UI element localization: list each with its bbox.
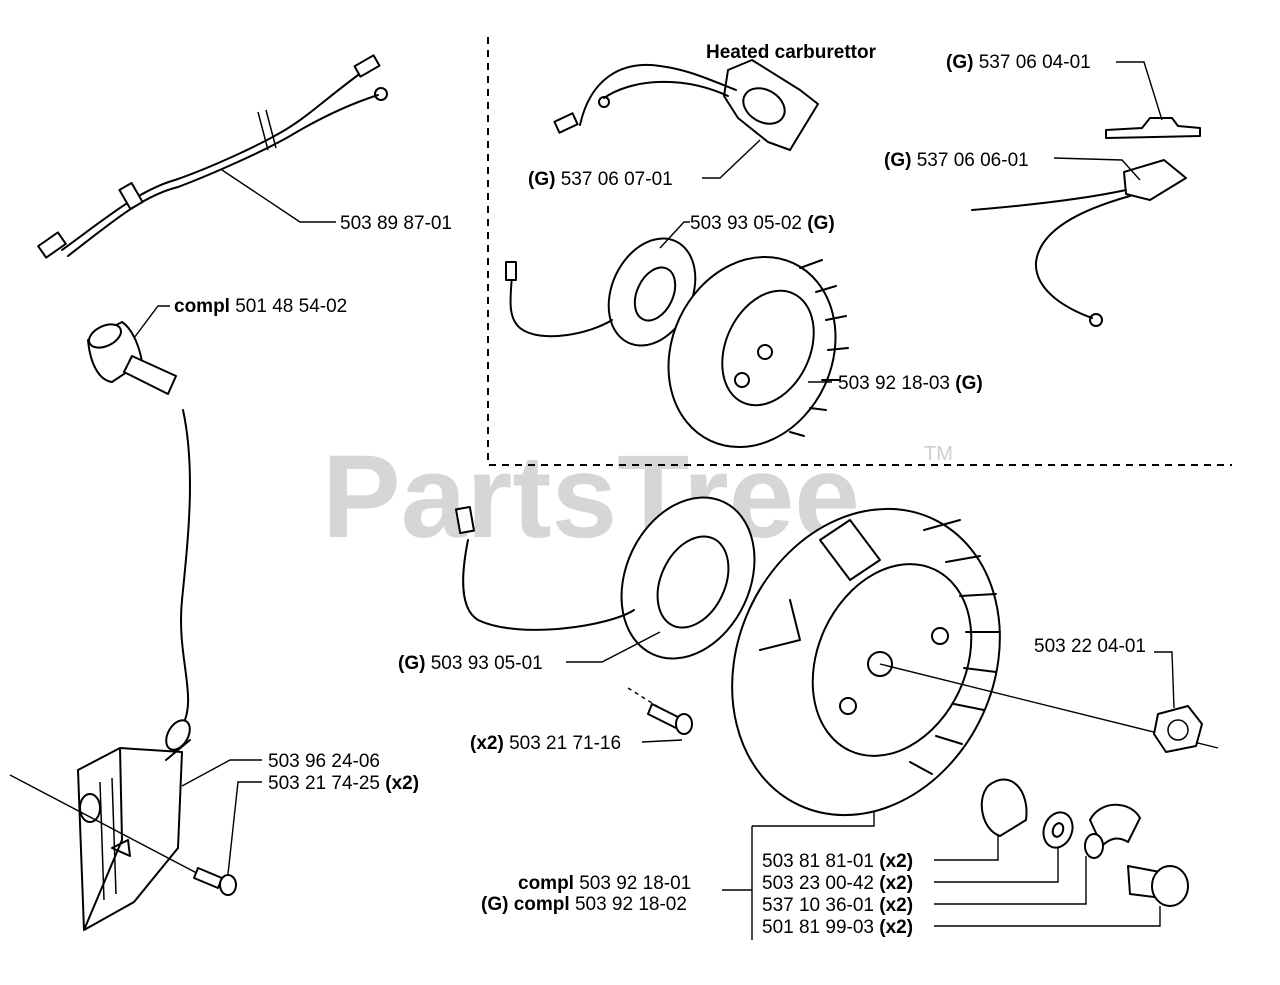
clip-label: (G) 537 06 04-01 (946, 52, 1091, 73)
pawl-pin (1127, 865, 1189, 907)
pin-label: 501 81 99-03 (x2) (762, 917, 913, 938)
heat-switch (971, 159, 1187, 327)
ignition-module (77, 719, 191, 931)
module-screw (193, 867, 237, 896)
flywheel-nut (1153, 705, 1203, 753)
cap-label: compl 501 48 54-02 (174, 296, 347, 317)
sleeve (980, 778, 1028, 837)
flywheel-heated (667, 255, 849, 449)
heated-carburettor-title: Heated carburettor (706, 42, 877, 63)
washer-label: 503 23 00-42 (x2) (762, 873, 913, 894)
starter-pawl (1084, 803, 1141, 859)
module-axis (9, 774, 211, 881)
nut-label: 503 22 04-01 (1034, 636, 1146, 657)
sleeve-label: 503 81 81-01 (x2) (762, 851, 913, 872)
stator-screw-axis (627, 687, 661, 709)
stator-top-label: 503 93 05-02 (G) (690, 213, 835, 234)
flywheel (731, 507, 1001, 817)
harness-label: 503 89 87-01 (340, 213, 452, 234)
spark-plug-cap (87, 321, 177, 395)
stator-screw (647, 703, 693, 735)
ignition-lead (179, 409, 191, 731)
watermark-tm: TM (924, 443, 953, 465)
cable-clip (1105, 117, 1201, 139)
carburettor-heater (553, 59, 819, 151)
module-screw-label: 503 21 74-25 (x2) (268, 773, 419, 794)
flywheel-g-compl-label: (G) compl 503 92 18-02 (481, 894, 687, 915)
wire-harness (37, 54, 388, 259)
module-label: 503 96 24-06 (268, 751, 380, 772)
switch-label: (G) 537 06 06-01 (884, 150, 1029, 171)
option-frame (487, 37, 1232, 466)
stator-heated (505, 237, 697, 347)
flywheel-compl-label: compl 503 92 18-01 (518, 873, 691, 894)
watermark: PartsTree (322, 431, 860, 563)
stator (455, 496, 756, 660)
stator-label: (G) 503 93 05-01 (398, 653, 543, 674)
flywheel-top-label: 503 92 18-03 (G) (838, 373, 983, 394)
washer (1042, 811, 1074, 849)
pawl-label: 537 10 36-01 (x2) (762, 895, 913, 916)
stator-screw-label: (x2) 503 21 71-16 (470, 733, 621, 754)
heater-label: (G) 537 06 07-01 (528, 169, 673, 190)
